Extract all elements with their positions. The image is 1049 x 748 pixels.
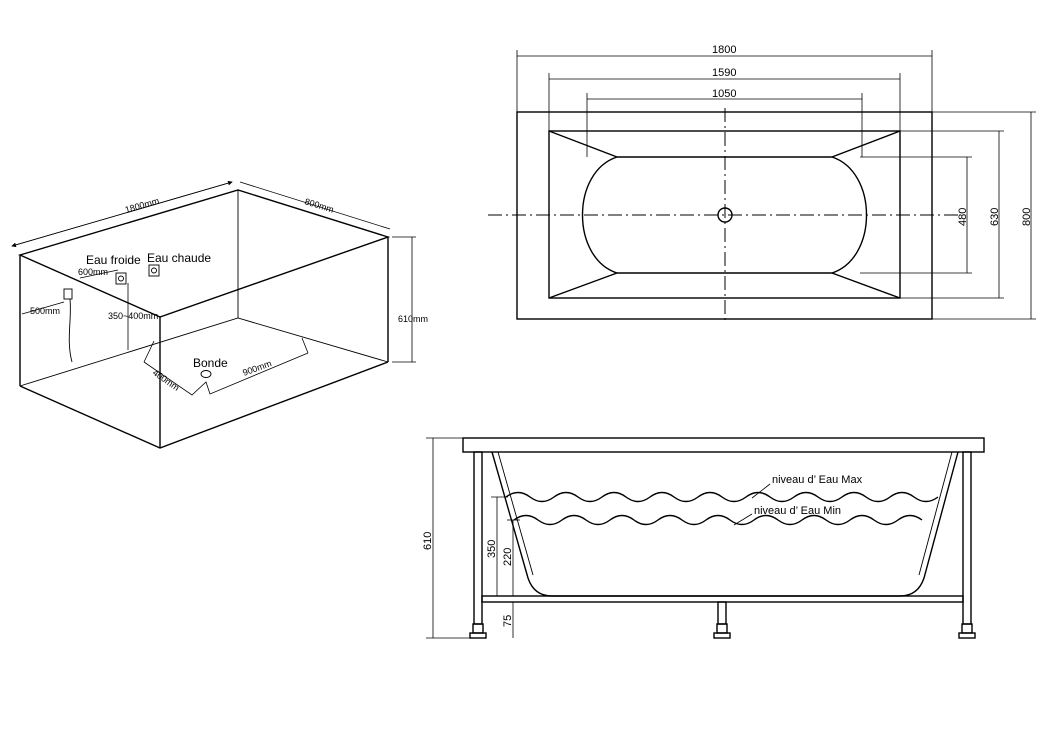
drain-label: Bonde (193, 356, 228, 370)
cold-dist-label: 600mm (78, 267, 108, 277)
cold-tap-icon (115, 272, 127, 285)
section-view: 610 350 220 75 niveau d’ Eau Max niveau … (422, 437, 985, 639)
plan-inner-length: 1590 (712, 67, 736, 79)
plan-view: 1800 1590 1050 480 630 800 (488, 44, 1036, 320)
max-water-label: niveau d’ Eau Max (772, 474, 863, 486)
section-min-level: 220 (502, 548, 514, 566)
isometric-view: 1800mm 800mm 610mm Eau froide Eau chaude… (11, 180, 428, 449)
section-max-level: 350 (486, 540, 498, 558)
section-height-label: 610 (422, 532, 434, 550)
plan-inner-width: 630 (989, 208, 1001, 226)
side-dist-label: 500mm (30, 306, 60, 316)
iso-height-label: 610mm (398, 314, 428, 324)
hot-tap-icon (148, 264, 160, 277)
iso-length-label: 1800mm (124, 196, 160, 215)
tap-height-label: 350~400mm (108, 311, 158, 321)
plan-outer-length: 1800 (712, 44, 736, 56)
cold-water-label: Eau froide (86, 253, 141, 267)
hot-water-label: Eau chaude (147, 251, 211, 265)
section-leg-label: 75 (502, 615, 514, 627)
plan-flat-width: 480 (957, 208, 969, 226)
drain-b-label: 900mm (241, 358, 273, 378)
plan-outer-width: 800 (1021, 208, 1033, 226)
drain-a-label: 400mm (151, 367, 181, 392)
drain-icon (200, 370, 212, 378)
plan-flat-length: 1050 (712, 88, 736, 100)
min-water-label: niveau d’ Eau Min (754, 505, 841, 517)
